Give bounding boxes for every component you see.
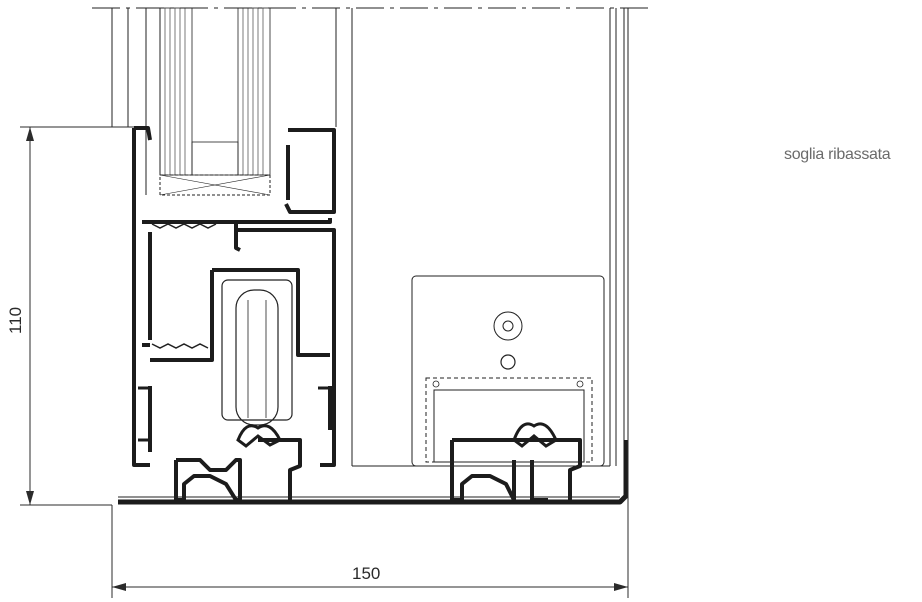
sash-profile [234, 222, 241, 252]
track-profile [176, 458, 242, 500]
drawing-caption: soglia ribassata [784, 146, 891, 163]
sash-profile [212, 268, 330, 357]
glazing-bead [237, 7, 271, 176]
sash-profile [236, 228, 336, 467]
thermal-break [151, 223, 217, 229]
screw-head [493, 311, 523, 341]
drain-hole [500, 354, 516, 370]
sash-profile [134, 126, 152, 141]
sash-profile [132, 128, 150, 467]
roller-wheel [235, 289, 279, 426]
width-dimension-label: 150 [352, 564, 381, 583]
sash-profile [150, 270, 214, 362]
sash-profile [284, 128, 336, 214]
height-dimension-label: 110 [6, 306, 25, 334]
roller-housing [221, 279, 293, 421]
screw-center [502, 320, 514, 332]
insert [433, 389, 585, 463]
track-seal [512, 422, 558, 448]
roller-seal [236, 424, 283, 448]
glass-pane [191, 141, 239, 176]
track-profile [450, 440, 516, 502]
sill-plate [118, 440, 629, 505]
track-profile [258, 438, 302, 500]
sash-profile [142, 218, 332, 224]
thermal-break [151, 343, 209, 349]
spacer [159, 174, 271, 196]
housing-box [411, 275, 605, 467]
